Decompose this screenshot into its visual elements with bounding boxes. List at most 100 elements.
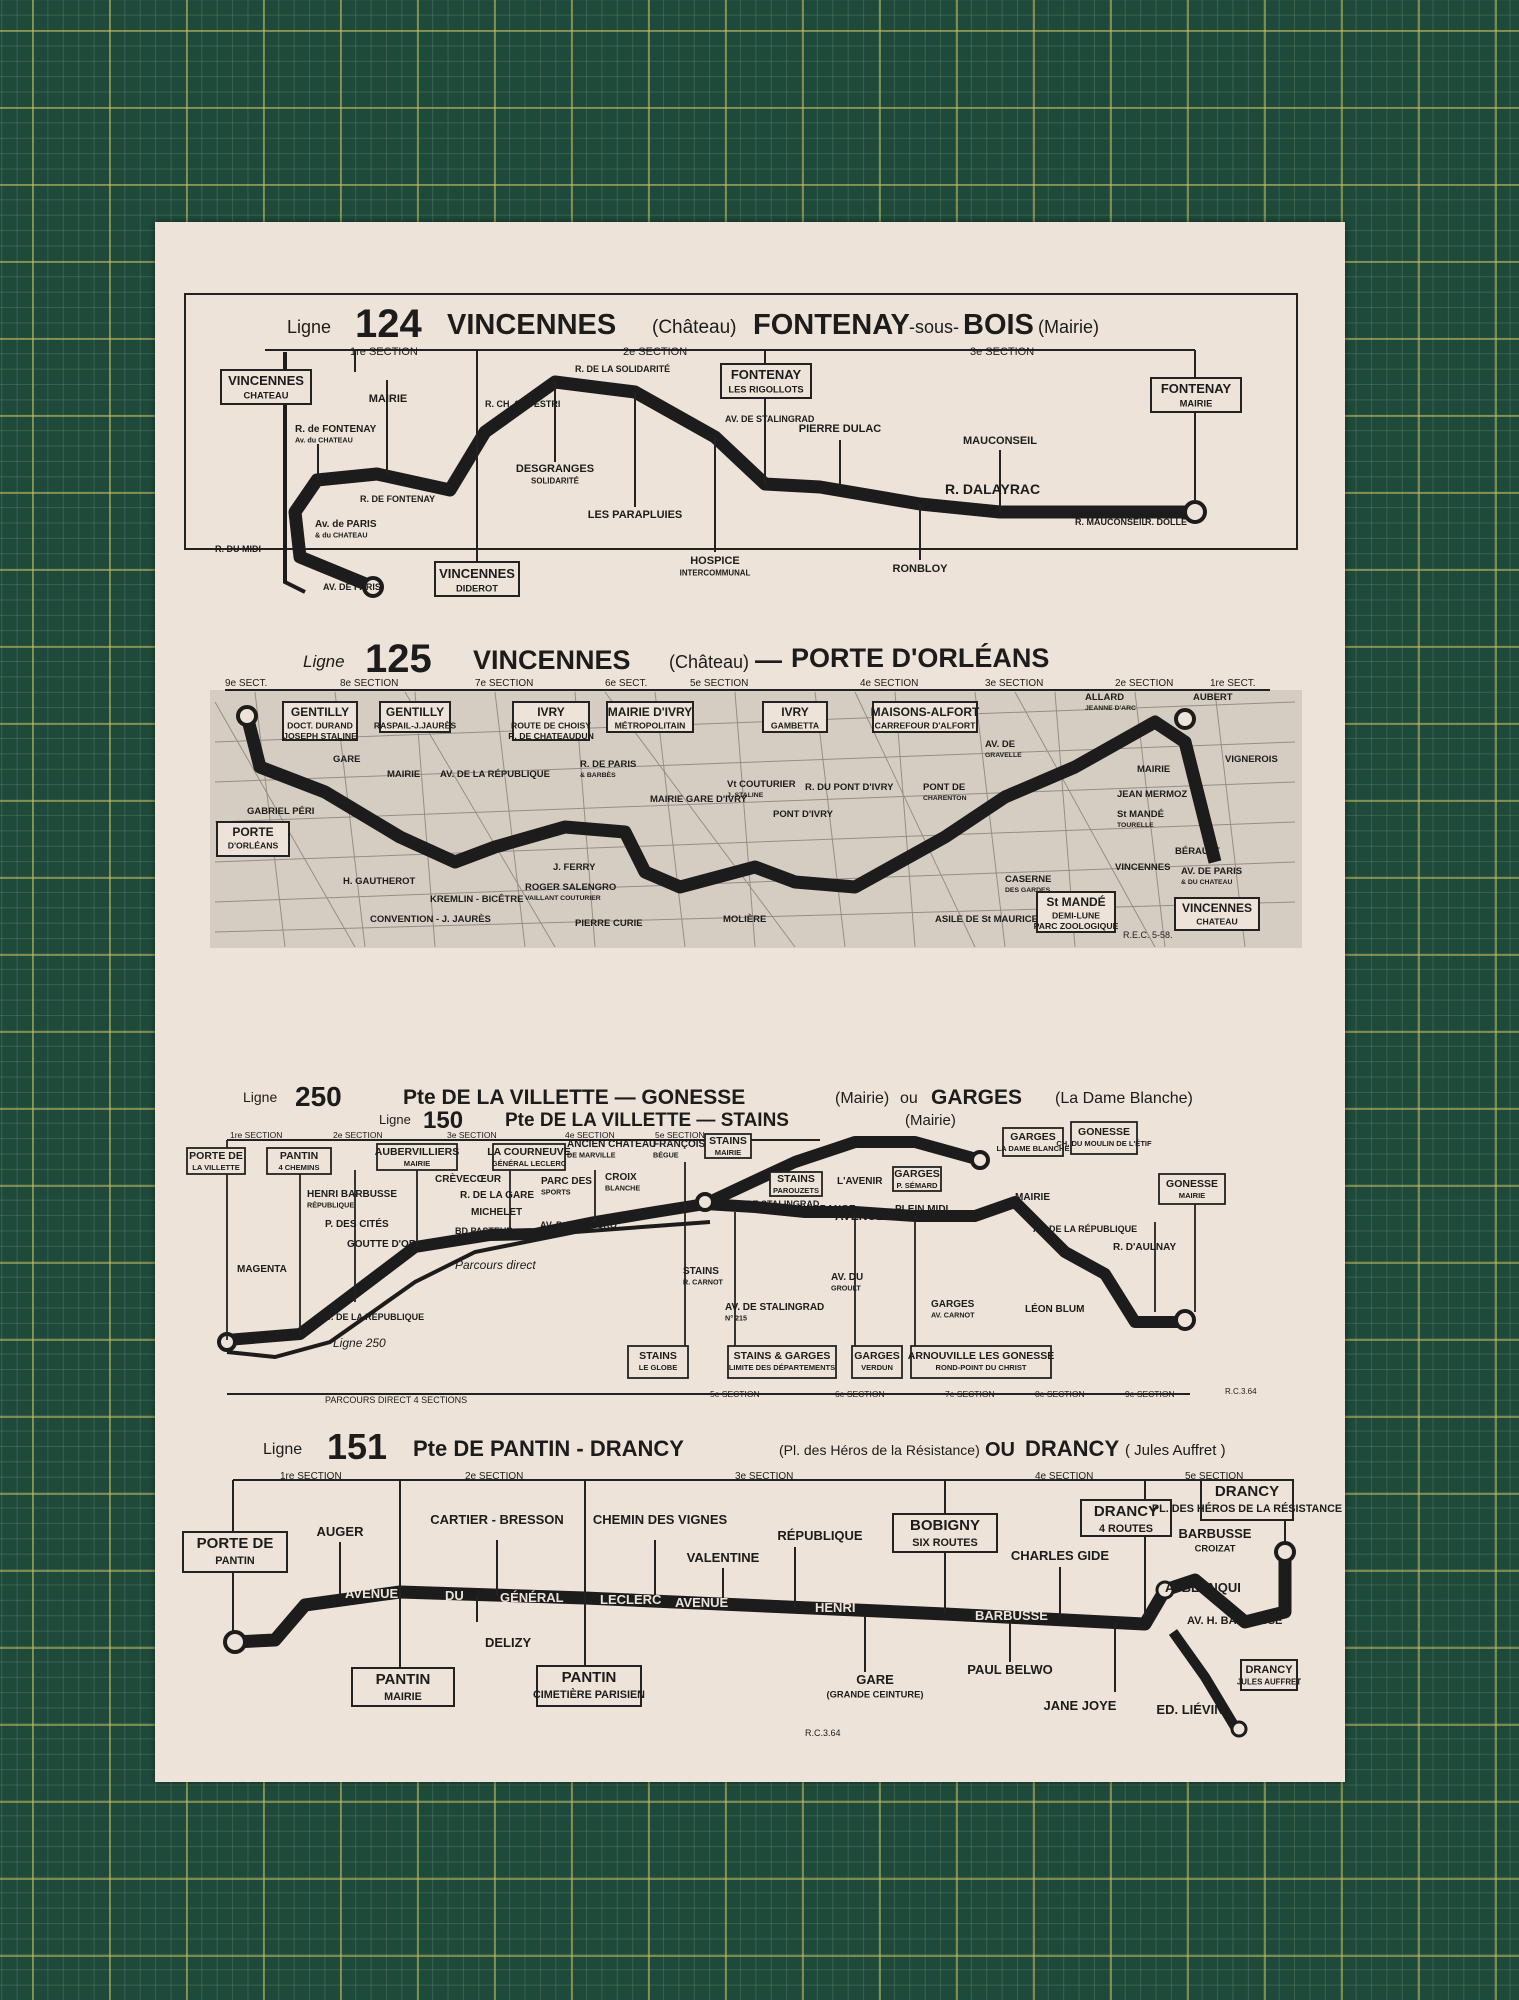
map-151-section-3: 3e SECTION	[735, 1471, 793, 1482]
label-pont-d-ivry: PONT D'IVRY	[773, 809, 834, 820]
map-151-title-ou: OU	[985, 1439, 1015, 1461]
map-125-section-8: 8e SECTION	[340, 678, 398, 689]
map-125-section-6: 6e SECT.	[605, 678, 647, 689]
map-124-route-line	[288, 375, 1195, 594]
map-250-section-3: 3e SECTION	[447, 1130, 497, 1140]
map-125-route-line	[240, 714, 1222, 894]
map-151-labels: AUGER CARTIER - BRESSON CHEMIN DES VIGNE…	[317, 1512, 1283, 1717]
label-gare: GARE	[333, 754, 360, 765]
stop-av-de-paris: Av. de PARIS& du CHATEAU	[315, 519, 377, 540]
stop-ronbloy: RONBLOY	[893, 563, 949, 575]
map-151-ligne-word: Ligne	[263, 1441, 302, 1458]
label-j-ferry: J. FERRY	[553, 862, 596, 873]
map-151-section-1: 1re SECTION	[280, 1471, 342, 1482]
map-125-origin: VINCENNES	[473, 645, 631, 675]
map-124-number: 124	[355, 302, 422, 346]
map-151-title-drancy-note: ( Jules Auffret )	[1125, 1442, 1226, 1459]
label-chemin-des-vignes: CHEMIN DES VIGNES	[593, 1512, 728, 1527]
map-151-reference: R.C.3.64	[805, 1728, 841, 1738]
map-124-terminus-fontenay	[1183, 500, 1207, 524]
map-125-reference: R.E.C. 5-58.	[1123, 930, 1173, 940]
map-125-origin-note: (Château)	[669, 652, 749, 672]
map-151-terminus-drancy-auffret	[1230, 1720, 1248, 1738]
label-pierre-curie: PIERRE CURIE	[575, 918, 643, 929]
street-leclerc: LECLERC	[600, 1592, 662, 1607]
map-125-section-7: 7e SECTION	[475, 678, 533, 689]
label-jane-joye: JANE JOYE	[1044, 1698, 1117, 1713]
map-151-section-2: 2e SECTION	[465, 1471, 523, 1482]
label-charles-gide: CHARLES GIDE	[1011, 1548, 1110, 1563]
street-general: GÉNÉRAL	[500, 1590, 564, 1605]
label-leon-blum: LÉON BLUM	[1025, 1302, 1084, 1315]
label-h-gautherot: H. GAUTHEROT	[343, 876, 416, 887]
map-125-destination: PORTE D'ORLÉANS	[791, 642, 1049, 673]
map-124-ligne-word: Ligne	[287, 317, 331, 337]
stop-mauconseil: MAUCONSEIL	[963, 435, 1037, 447]
label-r-de-la-gare: R. DE LA GARE	[460, 1190, 534, 1201]
map-250-section-2: 2e SECTION	[333, 1130, 383, 1140]
map-125-number: 125	[365, 637, 432, 681]
map-125-section-5: 5e SECTION	[690, 678, 748, 689]
map-124-origin: VINCENNES	[447, 309, 616, 341]
map-125-terminus-orleans	[236, 705, 258, 727]
map-250-ligne-word: Ligne	[243, 1089, 277, 1105]
map-150-title-note: (Mairie)	[905, 1112, 956, 1129]
paper-map-drawing: Ligne 124 VINCENNES (Château) FONTENAY -…	[182, 293, 1342, 1738]
map-250-terminus-gonesse	[1174, 1309, 1196, 1331]
map-250-street-names: AV. DE LA RÉPUBLIQUE BD PASTEUR AV. P. S…	[320, 1199, 1137, 1350]
map-150-number: 150	[423, 1107, 463, 1134]
map-125-section-2: 2e SECTION	[1115, 678, 1173, 689]
map-124-dest-c: BOIS	[963, 309, 1034, 341]
street-av-de-stalingrad-250: AV. DE STALINGRAD	[730, 1199, 820, 1209]
label-asile-st-maurice: ASILE DE St MAURICE	[935, 914, 1038, 925]
label-mairie-gentilly: MAIRIE	[387, 769, 420, 780]
map-125-street-grid	[214, 691, 1296, 948]
map-150-branch-line	[702, 1136, 982, 1210]
map-125-dash: —	[755, 645, 782, 675]
map-250-title-ou: ou	[900, 1090, 918, 1107]
label-ed-lievin: ED. LIÉVIN	[1156, 1702, 1223, 1717]
street-bd-pasteur: BD PASTEUR	[455, 1226, 513, 1236]
label-p-des-cites: P. DES CITÉS	[325, 1217, 389, 1230]
map-250-title-garges: GARGES	[931, 1086, 1022, 1109]
label-r-du-pont-d-ivry: R. DU PONT D'IVRY	[805, 782, 894, 793]
map-151: Ligne 151 Pte DE PANTIN - DRANCY (Pl. de…	[182, 1426, 1342, 1738]
map-125-ligne-word: Ligne	[303, 652, 345, 671]
map-125-sections: 9e SECT. 8e SECTION 7e SECTION 6e SECT. …	[225, 678, 1256, 689]
label-gare-grande-ceinture: GARE(GRANDE CEINTURE)	[826, 1672, 923, 1700]
street-r-de-fontenay: R. DE FONTENAY	[360, 494, 435, 504]
label-crevecoeur: CRÈVECŒUR	[435, 1172, 502, 1185]
map-250-150: Ligne 250 Pte DE LA VILLETTE — GONESSE (…	[186, 1081, 1257, 1405]
label-delizy: DELIZY	[485, 1635, 532, 1650]
label-r-de-paris-barbes: R. DE PARIS& BARBÈS	[580, 759, 636, 779]
map-125-terminus-vincennes	[1174, 708, 1196, 730]
map-125-labels: GARE MAIRIE AV. DE LA RÉPUBLIQUE R. DE P…	[247, 692, 1278, 929]
label-a-blanqui: A. BLANQUI	[1165, 1580, 1241, 1595]
map-151-title-drancy: DRANCY	[1025, 1436, 1119, 1461]
map-151-section-5: 5e SECTION	[1185, 1471, 1243, 1482]
map-151-route-line	[234, 1552, 1292, 1649]
